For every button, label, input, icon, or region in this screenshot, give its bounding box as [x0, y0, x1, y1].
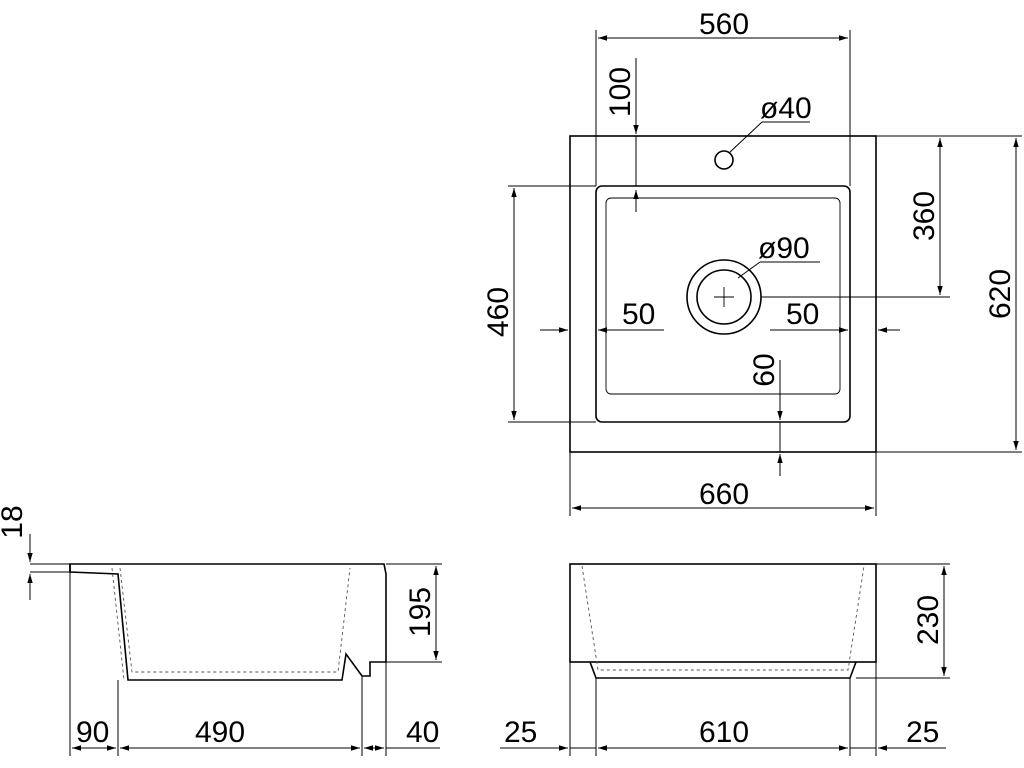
side-view: 18 195 90 490 40	[0, 505, 442, 756]
dim-25-left-label: 25	[504, 716, 537, 749]
top-bowl-outer	[595, 185, 851, 423]
dim-490-label: 490	[195, 716, 245, 749]
dim-100-label: 100	[604, 67, 637, 117]
dim-360-label: 360	[908, 191, 941, 241]
dim-40-label: 40	[406, 716, 439, 749]
top-view: 560 100 ø40 ø90 360 620 460 50	[482, 8, 1022, 516]
front-view: 230 25 610 25	[500, 563, 950, 756]
dim-610-label: 610	[699, 716, 749, 749]
drain-hole-label: ø90	[758, 232, 810, 265]
tap-hole-icon	[714, 150, 734, 170]
tap-hole-label: ø40	[760, 92, 812, 125]
drain-inner-icon	[696, 269, 752, 325]
dim-50-right-label: 50	[786, 298, 819, 331]
dim-50-left-label: 50	[622, 298, 655, 331]
front-outline	[569, 563, 877, 663]
dim-18-label: 18	[0, 505, 29, 538]
dim-460-label: 460	[482, 287, 515, 337]
dim-90-label: 90	[76, 716, 109, 749]
front-bowl-bottom	[589, 661, 857, 679]
top-outer-outline	[569, 135, 877, 453]
dim-60-label: 60	[748, 353, 781, 386]
dim-230-label: 230	[912, 595, 945, 645]
dim-195-label: 195	[404, 587, 437, 637]
top-bowl-inner	[605, 197, 841, 395]
dim-560-label: 560	[699, 8, 749, 41]
dim-620-label: 620	[984, 269, 1017, 319]
dim-660-label: 660	[699, 478, 749, 511]
dim-25-right-label: 25	[906, 716, 939, 749]
